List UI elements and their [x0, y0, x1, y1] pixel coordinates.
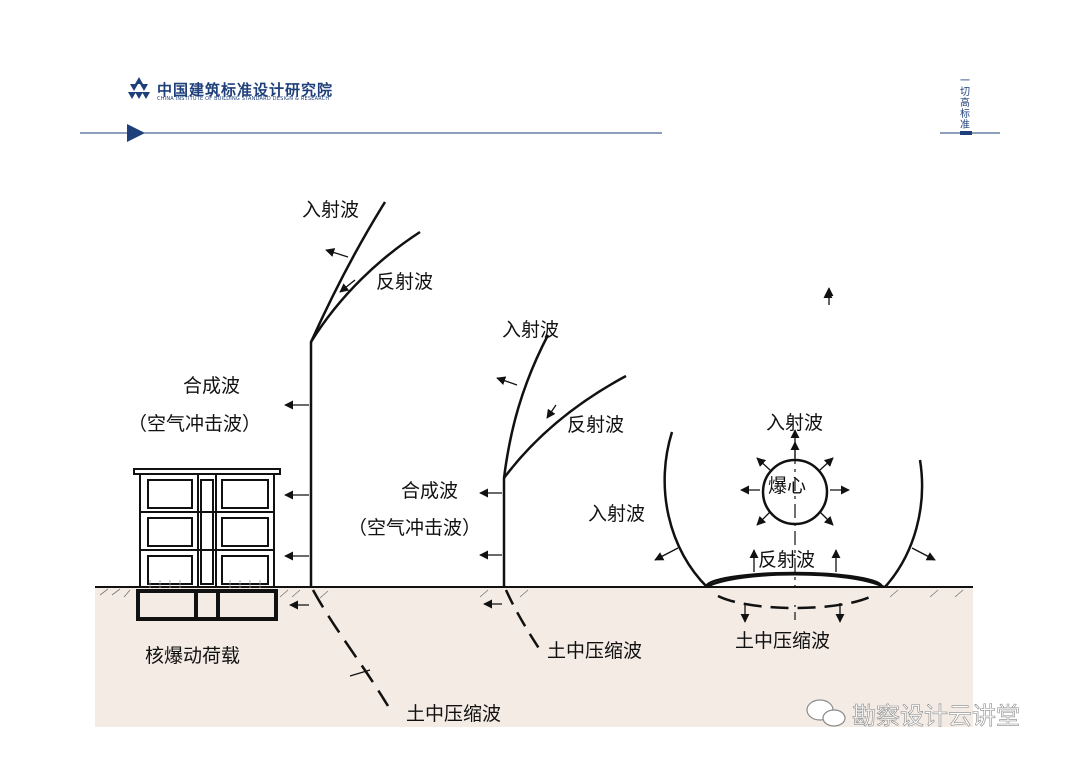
- label-composite-2: 合成波: [401, 480, 458, 502]
- arrows-front-2: [479, 376, 557, 609]
- org-name-en: CHINA INSTITUTE OF BUILDING STANDARD DES…: [157, 96, 330, 102]
- wave-front-1: [309, 201, 421, 587]
- label-nuclear-load: 核爆动荷载: [145, 645, 240, 667]
- org-name: 中国建筑标准设计研究院: [157, 81, 334, 99]
- label-incident-left-3: 入射波: [588, 503, 645, 525]
- label-air-shock-1: （空气冲击波）: [128, 413, 261, 435]
- wave-front-2: [502, 334, 627, 587]
- label-incident-1: 入射波: [302, 199, 359, 221]
- label-soil-wave-3: 土中压缩波: [735, 630, 830, 652]
- soil-wave-front-1: [311, 589, 390, 707]
- header-rule: [80, 124, 1000, 142]
- soil-wave-front-2: [504, 589, 542, 651]
- label-incident-top-3: 入射波: [766, 412, 823, 434]
- ground-hatch: [99, 588, 964, 599]
- side-tag: 一切高标准: [960, 76, 970, 131]
- label-reflected-1: 反射波: [376, 271, 433, 293]
- building-hatch: [149, 580, 261, 588]
- arrows-burst: [654, 289, 936, 623]
- label-burst-center: 爆心: [768, 475, 806, 497]
- label-reflected-3: 反射波: [758, 549, 815, 571]
- label-air-shock-2: （空气冲击波）: [348, 517, 481, 539]
- arrows-front-1: [284, 248, 356, 610]
- label-incident-2: 入射波: [502, 319, 559, 341]
- wechat-icon: [806, 699, 846, 727]
- label-reflected-2: 反射波: [567, 414, 624, 436]
- watermark-text: 勘察设计云讲堂: [852, 702, 1020, 730]
- building: [133, 468, 281, 621]
- label-soil-wave-1: 土中压缩波: [406, 703, 501, 725]
- logo-icon: [128, 77, 150, 99]
- label-composite-1: 合成波: [183, 375, 240, 397]
- label-soil-wave-2: 土中压缩波: [547, 640, 642, 662]
